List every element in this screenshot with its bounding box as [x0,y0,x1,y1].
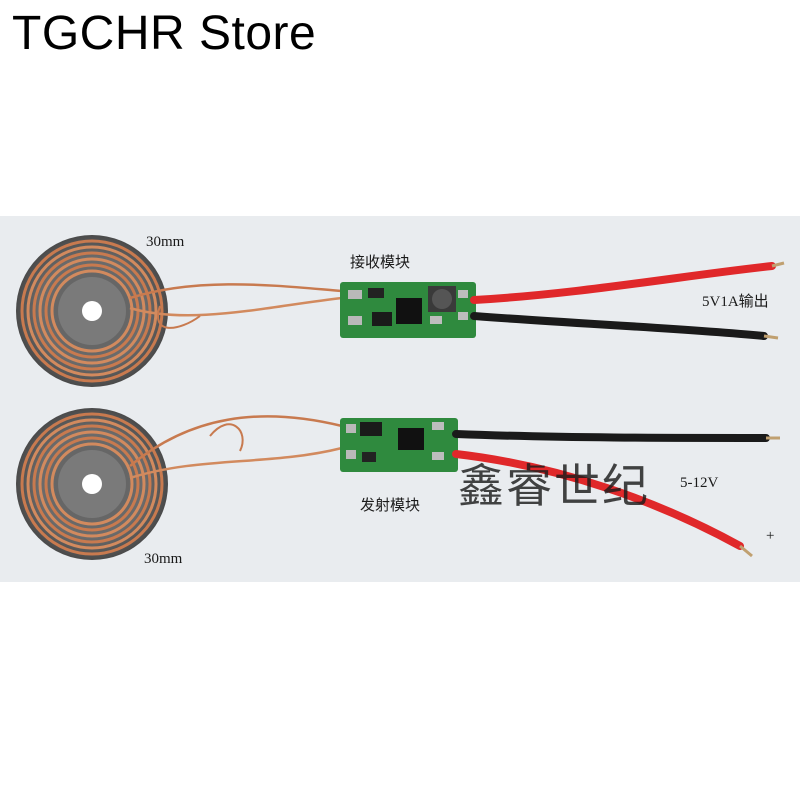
transmitter-module-label: 发射模块 [360,498,421,514]
coil-bottom-size-label: 30mm [144,551,183,567]
watermark: 鑫睿世纪 [458,459,650,513]
input-spec-label: 5-12V [680,475,719,491]
plus-mark: + [766,528,775,544]
transmitter-coil [16,408,343,560]
output-spec-label: 5V1A输出 [702,294,769,310]
product-photo [0,216,800,582]
store-title: TGCHR Store [12,7,317,60]
receiver-pcb [340,282,476,338]
receiver-coil [16,235,343,387]
coil-top-size-label: 30mm [146,234,185,250]
receiver-module-label: 接收模块 [350,255,411,271]
transmitter-pcb [340,418,458,472]
